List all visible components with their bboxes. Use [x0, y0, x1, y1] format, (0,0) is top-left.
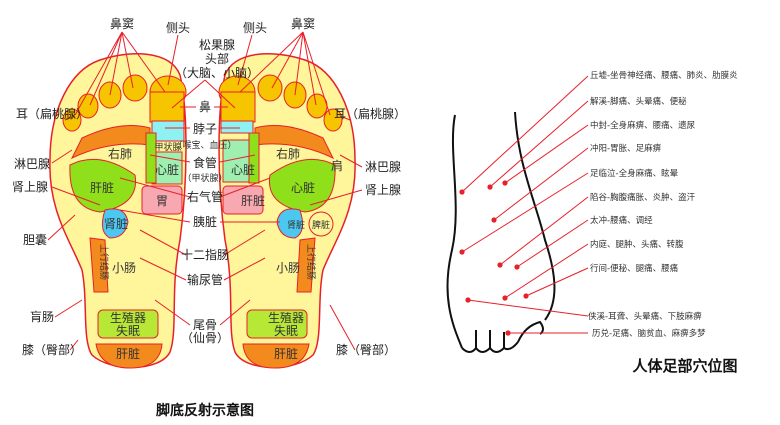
acupoint-label: 行间-便秘、腿痛、腰痛: [590, 263, 679, 274]
acupoint-dot: [505, 330, 511, 336]
left-lung-label: 右肺: [108, 146, 132, 161]
side-head-right-label: 侧头: [243, 21, 267, 35]
acupoint-dot: [502, 180, 508, 186]
side-head-left-label: 侧头: [166, 21, 190, 35]
left-heart-label: 心脏: [155, 162, 179, 177]
right-small-intestine-label: 小肠: [276, 261, 300, 275]
left-colon-label: 上行结肠: [98, 244, 110, 280]
acupoint-dot: [523, 293, 529, 299]
left-outer-labels: 鼻窦 侧头 松果腺 头部 （大脑、小脑） 侧头 鼻窦 耳（扁桃腺） 耳（扁桃腺）…: [12, 16, 406, 419]
acupoint-dot: [465, 297, 471, 303]
acupoint-leader-line: [504, 124, 589, 184]
left-leader-lines: [47, 31, 363, 351]
sinus-left-label: 鼻窦: [110, 16, 134, 31]
adrenal-left-label: 肾上腺: [12, 180, 48, 194]
left-thyroid-label: 甲状腺: [154, 141, 181, 153]
acupoint-dot: [497, 262, 503, 268]
appendix-label: 肓肠: [30, 309, 54, 324]
right-liver-label: 肝脏: [241, 193, 265, 208]
left-foot: [49, 53, 187, 369]
acupoint-labels: 丘墟-坐骨神经痛、腰痛、肺炎、肋膜炎 解溪-脚痛、头晕痛、便秘 中封-全身麻痹、…: [588, 70, 738, 375]
acupoint-leader-line: [499, 196, 589, 266]
right-lung-label: 右肺: [276, 146, 300, 161]
left-kidney-label: 肾脏: [104, 216, 128, 231]
right-genital-label: 生殖器: [268, 310, 304, 325]
acupoint-dot: [514, 264, 520, 270]
coccyx-note-label: （仙骨）: [181, 331, 229, 345]
acupoint-label: 陷谷-胸腹痛胀、炎肿、盗汗: [590, 192, 696, 203]
ear-right-label: 耳（扁桃腺）: [334, 106, 406, 121]
acupoint-leader-line: [489, 100, 589, 188]
right-kidney-label: 肾脏: [287, 219, 305, 231]
knee-left-label: 膝（臀部）: [22, 342, 82, 357]
neck-label: 脖子: [193, 122, 217, 136]
lymph-left-label: 淋巴腺: [14, 157, 50, 171]
ear-left-label: 耳（扁桃腺）: [16, 106, 88, 121]
left-small-intestine-label: 小肠: [112, 261, 136, 275]
acupoint-label: 丘墟-坐骨神经痛、腰痛、肺炎、肋膜炎: [590, 70, 738, 81]
acupoint-label: 侠溪-耳聋、头晕痛、下肢麻痹: [588, 311, 702, 322]
right-heel-label: 肝脏: [274, 346, 298, 361]
trachea-label: 右气管: [187, 189, 223, 204]
acupoint-label: 足临泣-全身麻痛、眩晕: [590, 168, 679, 179]
acupoint-leader-line: [493, 147, 589, 221]
duodenum-label: 十二指肠: [181, 247, 229, 262]
acupoint-label: 解溪-脚痛、头晕痛、便秘: [590, 96, 687, 107]
right-colon-label: 上行结肠: [305, 244, 317, 280]
left-genital-label: 生殖器: [110, 310, 146, 325]
left-foot-labels: 右肺 甲状腺 心脏 肝脏 胃 肾脏 小肠 上行结肠 生殖器 失眠 肝脏: [90, 141, 182, 361]
acupoint-dot: [487, 184, 493, 190]
right-insomnia-label: 失眠: [274, 323, 298, 338]
acupoint-lines: [459, 75, 589, 336]
left-stomach-label: 胃: [156, 194, 168, 208]
pineal-label: 松果腺: [199, 38, 235, 52]
sinus-right-label: 鼻窦: [291, 16, 315, 31]
ureter-label: 输尿管: [187, 272, 223, 287]
acupoint-dot: [502, 295, 508, 301]
right-foot: [218, 53, 356, 369]
left-diagram-title: 脚底反射示意图: [156, 402, 254, 419]
acupoint-label: 中封-全身麻痹、腰痛、遗尿: [590, 120, 696, 131]
right-heart-inner-label: 心脏: [231, 162, 255, 177]
neck-note-label: （喉宝、血压）: [173, 139, 236, 151]
right-spleen-label: 脾脏: [312, 219, 330, 231]
acupoint-leader-line: [504, 243, 589, 299]
adrenal-right-label: 肾上腺: [365, 183, 401, 197]
left-liver-label: 肝脏: [90, 180, 114, 195]
left-heel-label: 肝脏: [116, 346, 140, 361]
esophagus-label: 食管: [193, 155, 217, 170]
acupoint-leader-line: [516, 219, 589, 268]
esophagus-note-label: （甲状腺）: [182, 172, 227, 184]
left-insomnia-label: 失眠: [116, 323, 140, 338]
acupoint-dot: [459, 249, 465, 255]
acupoint-label: 冲阳-胃胀、足麻痹: [590, 143, 662, 154]
coccyx-label: 尾骨: [193, 318, 217, 332]
right-heart-label: 心脏: [291, 180, 315, 195]
acupoint-leader-line: [461, 75, 589, 193]
gallbladder-label: 胆囊: [23, 232, 47, 247]
right-shoulder-label: 肩: [331, 158, 343, 173]
acupoint-leader-line: [525, 267, 589, 297]
acupoint-foot-outline: [446, 111, 556, 353]
pancreas-label: 胰脏: [193, 214, 217, 229]
acupoint-label: 太冲-腰痛、调经: [590, 215, 653, 226]
acupoint-leader-line: [467, 299, 589, 317]
right-diagram-title: 人体足部穴位图: [632, 357, 737, 375]
right-foot-labels: 右肺 心脏 肩 心脏 肝脏 肾脏 脾脏 小肠 上行结肠 生殖器 失眠 肝脏: [231, 146, 343, 361]
head-label: 头部: [205, 51, 229, 66]
acupoint-label: 历兑-足痛、脑贫血、麻痹多梦: [592, 328, 706, 339]
acupoint-leader-line: [461, 172, 589, 253]
nose-label: 鼻: [199, 99, 211, 114]
knee-right-label: 膝（臀部）: [336, 342, 396, 357]
acupoint-dot: [459, 189, 465, 195]
acupoint-label: 内庭、腿肿、头痛、转腹: [590, 239, 684, 250]
brain-label: （大脑、小脑）: [175, 66, 259, 80]
acupoint-dot: [491, 217, 497, 223]
lymph-right-label: 淋巴腺: [365, 160, 401, 174]
